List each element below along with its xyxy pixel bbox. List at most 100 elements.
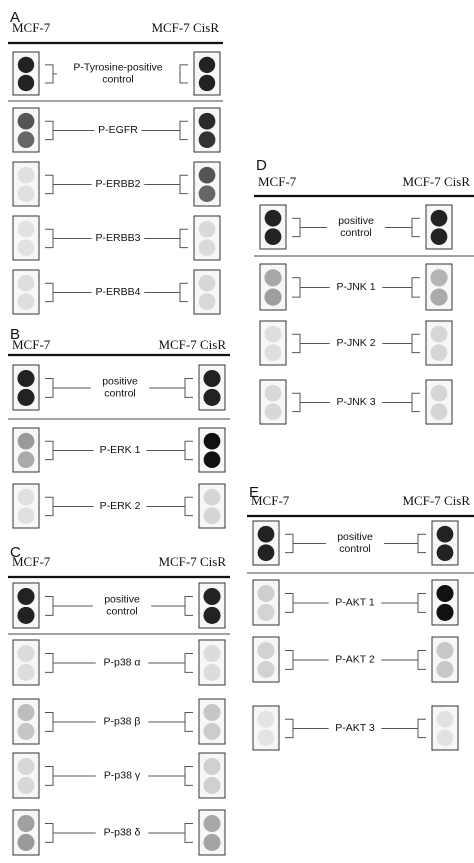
spot-right-1 (203, 587, 221, 606)
spot-right-2 (203, 606, 221, 624)
spot-left-2 (17, 507, 35, 525)
spot-right-1 (203, 644, 221, 663)
spot-right-1 (203, 369, 221, 388)
spot-left-2 (17, 663, 35, 681)
spot-left-1 (17, 587, 35, 606)
bracket-connector (45, 174, 92, 195)
spot-left-1 (264, 269, 282, 287)
blot-row: P-AKT 2 (252, 636, 459, 683)
phospho-target-label: P-ERK 2 (100, 500, 141, 512)
spot-right-2 (198, 74, 216, 92)
spot-right-2 (436, 603, 454, 621)
bracket-connector (149, 378, 193, 398)
spot-right-2 (198, 293, 216, 311)
phospho-target-label: P-JNK 3 (336, 396, 375, 408)
phospho-target-label: control (339, 543, 371, 555)
phospho-target-label: P-ERBB2 (96, 178, 141, 190)
spot-left-1 (257, 525, 275, 543)
bracket-connector (45, 282, 92, 303)
bracket-connector (45, 228, 92, 249)
spot-right-1 (430, 325, 448, 343)
bracket-connector (144, 174, 188, 195)
spot-right-2 (198, 185, 216, 203)
spot-left-1 (257, 584, 275, 603)
bracket-connector (292, 392, 330, 413)
spot-right-2 (198, 131, 216, 149)
spot-left-1 (17, 757, 35, 776)
spot-left-1 (264, 325, 282, 343)
spot-left-1 (17, 166, 35, 184)
right-cell-line-label: MCF-7 CisR (402, 174, 470, 189)
blot-row: P-p38 γ (12, 752, 226, 799)
spot-left-1 (264, 384, 282, 402)
bracket-connector (45, 823, 96, 843)
spot-right-2 (203, 451, 221, 469)
phospho-target-label: P-Tyrosine-positive (73, 61, 162, 73)
spot-left-2 (257, 603, 275, 621)
blot-row: P-p38 α (12, 639, 226, 686)
spot-left-1 (257, 710, 275, 728)
spot-left-2 (264, 228, 282, 246)
spot-right-2 (430, 344, 448, 362)
spot-right-2 (203, 722, 221, 740)
bracket-connector (382, 333, 420, 354)
spot-left-1 (17, 274, 35, 292)
spot-right-1 (436, 525, 454, 543)
bracket-connector (45, 496, 94, 517)
spot-right-2 (436, 544, 454, 562)
spot-right-1 (203, 488, 221, 506)
bracket-connector (148, 653, 193, 673)
spot-right-2 (198, 239, 216, 257)
spot-left-2 (17, 388, 35, 406)
phospho-target-label: P-p38 γ (104, 769, 141, 781)
bracket-connector (285, 718, 329, 739)
spot-right-1 (430, 209, 448, 227)
spot-left-1 (17, 814, 35, 833)
phospho-target-label: control (340, 227, 372, 239)
bracket-connector (141, 120, 188, 141)
bracket-connector (45, 653, 96, 673)
spot-left-2 (17, 131, 35, 149)
blot-row: P-p38 β (12, 698, 226, 745)
spot-right-1 (198, 56, 216, 74)
bracket-connector (148, 823, 193, 843)
panel-letter: B (10, 326, 20, 343)
spot-right-1 (203, 757, 221, 776)
bracket-connector (292, 217, 327, 238)
bracket-connector (45, 120, 95, 141)
spot-left-2 (264, 344, 282, 362)
membrane-strip-left (259, 379, 287, 425)
phospho-target-label: positive (102, 375, 138, 387)
spot-right-2 (430, 228, 448, 246)
spot-right-2 (203, 776, 221, 794)
phospho-target-label: P-p38 β (104, 715, 141, 727)
bracket-connector (179, 64, 188, 84)
right-cell-line-label: MCF-7 CisR (158, 337, 226, 352)
bracket-connector (382, 392, 420, 413)
bracket-connector (45, 712, 96, 732)
left-cell-line-label: MCF-7 (12, 554, 51, 569)
phospho-target-label: P-ERBB3 (96, 232, 141, 244)
spot-right-2 (203, 833, 221, 851)
spot-left-1 (17, 644, 35, 663)
bracket-connector (146, 496, 193, 517)
spot-right-2 (430, 288, 448, 306)
right-cell-line-label: MCF-7 CisR (402, 493, 470, 508)
phospho-target-label: P-p38 δ (104, 826, 141, 838)
spot-right-1 (436, 710, 454, 728)
spot-left-1 (17, 488, 35, 506)
bracket-connector (146, 440, 193, 461)
panel-letter: A (10, 9, 20, 26)
panel-letter: C (10, 544, 21, 561)
phospho-target-label: positive (337, 531, 373, 543)
bracket-connector (384, 533, 426, 554)
spot-left-1 (17, 220, 35, 238)
spot-left-1 (264, 209, 282, 227)
bracket-connector (285, 593, 329, 613)
